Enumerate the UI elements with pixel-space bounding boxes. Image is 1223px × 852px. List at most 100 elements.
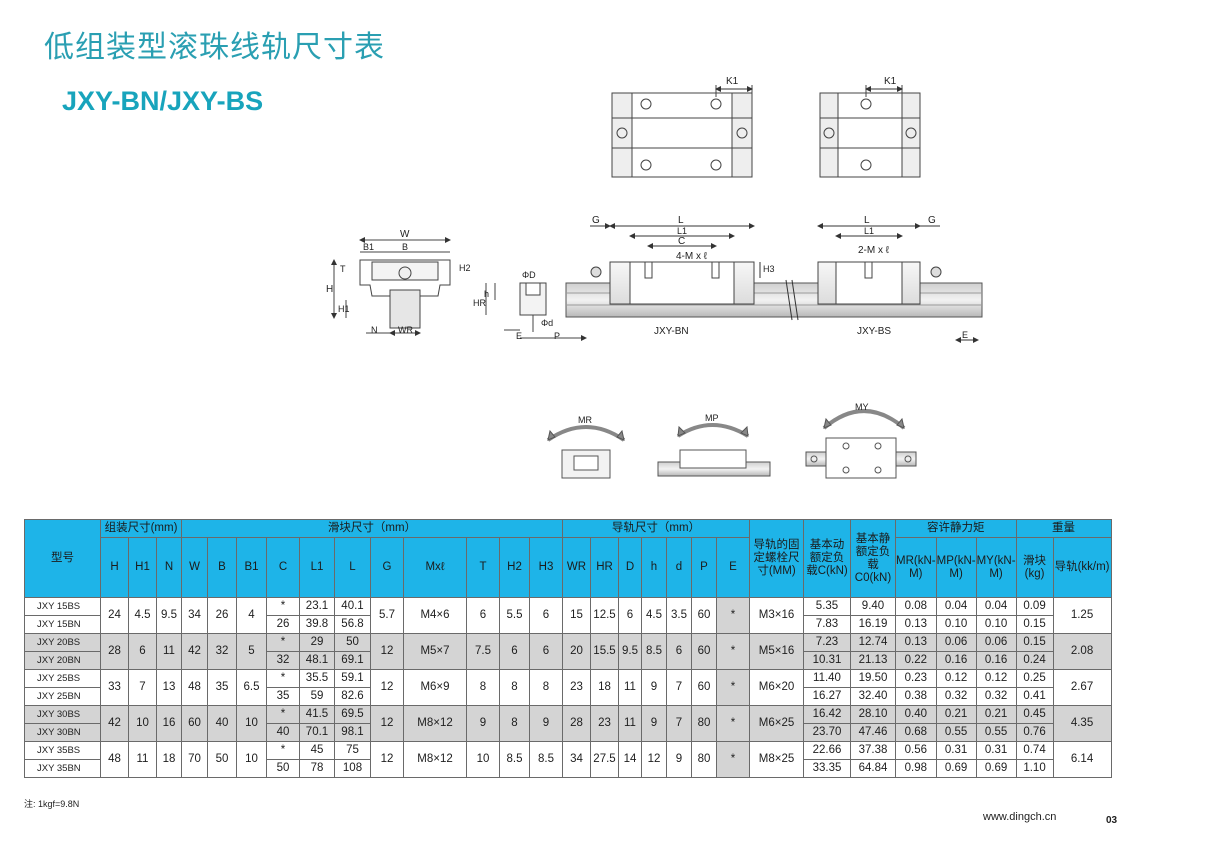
cell-h: 4.5 [641, 597, 667, 634]
cell-c: * [266, 669, 300, 688]
cell-l: 40.1 [334, 597, 371, 616]
cell-e: * [716, 705, 750, 742]
cell-h: 48 [100, 741, 129, 778]
cell-block-weight: 0.76 [1015, 723, 1054, 742]
cell-l: 50 [334, 633, 371, 652]
svg-text:HR: HR [473, 298, 486, 308]
header-model: 型号 [24, 519, 101, 598]
cell-p: 60 [691, 669, 717, 706]
cell-bolt: M6×20 [749, 669, 804, 706]
cell-b: 32 [207, 633, 237, 670]
moment-my-diagram [805, 409, 917, 479]
cell-l: 108 [334, 759, 371, 778]
cell-dynamic-load: 33.35 [803, 759, 851, 778]
svg-text:H1: H1 [338, 304, 350, 314]
cell-mr: 0.68 [895, 723, 937, 742]
cell-mr: 0.38 [895, 687, 937, 706]
cell-h3: 9 [529, 705, 563, 742]
website-link[interactable]: www.dingch.cn [983, 811, 1057, 823]
cell-mr: 0.13 [895, 615, 937, 634]
cell-e: * [716, 633, 750, 670]
cell-t: 6 [466, 597, 500, 634]
cell-l: 75 [334, 741, 371, 760]
svg-text:G: G [592, 215, 600, 226]
label-jxy-bn: JXY-BN [654, 326, 689, 337]
cell-dynamic-load: 23.70 [803, 723, 851, 742]
cell-my: 0.04 [975, 597, 1017, 616]
cell-h1: 11 [128, 741, 157, 778]
svg-text:Φd: Φd [541, 318, 553, 328]
cell-c: 50 [266, 759, 300, 778]
cell-mp: 0.06 [935, 633, 977, 652]
cell-n: 9.5 [156, 597, 182, 634]
header-assembly: 组装尺寸(mm) [100, 519, 182, 538]
cell-static-load: 47.46 [850, 723, 896, 742]
svg-text:L1: L1 [677, 226, 687, 236]
cell-g: 12 [370, 669, 404, 706]
cell-c: 32 [266, 651, 300, 670]
svg-text:W: W [400, 229, 410, 240]
cell-h1: 7 [128, 669, 157, 706]
cell-rail-weight: 2.67 [1052, 669, 1112, 706]
top-view-bs [819, 85, 921, 178]
col-rail-weight: 导轨(kk/m) [1052, 537, 1112, 598]
cell-c: * [266, 597, 300, 616]
cell-h2: 5.5 [499, 597, 530, 634]
cell-n: 11 [156, 633, 182, 670]
col-mxl: Mxℓ [403, 537, 467, 598]
cell-static-load: 28.10 [850, 705, 896, 724]
cell-h: 9 [641, 669, 667, 706]
cell-my: 0.06 [975, 633, 1017, 652]
col-h: H [100, 537, 129, 598]
cell-my: 0.69 [975, 759, 1017, 778]
cell-wr: 20 [562, 633, 591, 670]
cell-l1: 29 [299, 633, 335, 652]
cell-h1: 4.5 [128, 597, 157, 634]
cell-t: 7.5 [466, 633, 500, 670]
cell-b1: 10 [236, 741, 267, 778]
cell-model: JXY 15BS [24, 597, 101, 616]
cell-mr: 0.22 [895, 651, 937, 670]
svg-text:L: L [678, 215, 684, 226]
svg-text:H3: H3 [763, 264, 775, 274]
cell-model: JXY 25BN [24, 687, 101, 706]
cell-h: 9 [641, 705, 667, 742]
col-h1: H1 [128, 537, 157, 598]
cell-p: 60 [691, 597, 717, 634]
cell-h: 8.5 [641, 633, 667, 670]
rail-end-view [485, 282, 587, 341]
cell-my: 0.32 [975, 687, 1017, 706]
cell-mp: 0.16 [935, 651, 977, 670]
svg-text:L: L [864, 215, 870, 226]
cell-my: 0.10 [975, 615, 1017, 634]
cell-l: 82.6 [334, 687, 371, 706]
cell-model: JXY 15BN [24, 615, 101, 634]
label-jxy-bs: JXY-BS [857, 326, 891, 337]
cell-h: 42 [100, 705, 129, 742]
cell-w: 34 [181, 597, 208, 634]
cell-m: M8×12 [403, 705, 467, 742]
cell-t: 10 [466, 741, 500, 778]
label-k1-bn: K1 [726, 76, 739, 87]
cell-p: 80 [691, 705, 717, 742]
cell-n: 13 [156, 669, 182, 706]
cell-h: 12 [641, 741, 667, 778]
header-block: 滑块尺寸（mm） [181, 519, 563, 538]
col-l: L [334, 537, 371, 598]
cell-l: 69.5 [334, 705, 371, 724]
cell-l1: 78 [299, 759, 335, 778]
cell-mr: 0.08 [895, 597, 937, 616]
svg-text:2-M x ℓ: 2-M x ℓ [858, 245, 890, 256]
cell-model: JXY 30BS [24, 705, 101, 724]
header-rail-bolt: 导轨的固定螺栓尺寸(MM) [749, 519, 804, 598]
col-d-upper: D [618, 537, 642, 598]
svg-text:h: h [484, 289, 489, 299]
cell-static-load: 64.84 [850, 759, 896, 778]
cell-block-weight: 0.74 [1015, 741, 1054, 760]
col-t: T [466, 537, 500, 598]
